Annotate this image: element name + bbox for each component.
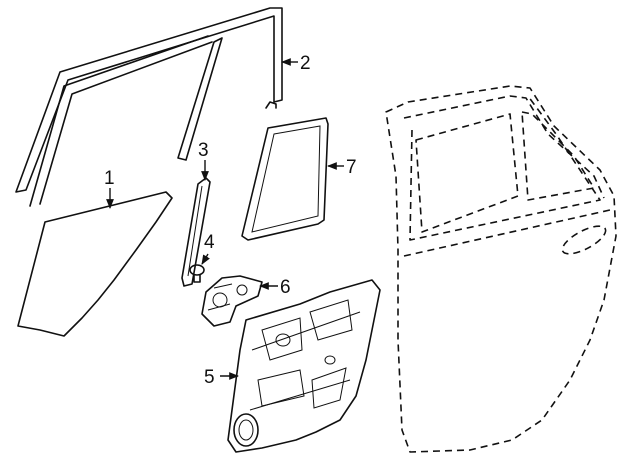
quarter-glass-part (241, 117, 329, 241)
callout-1: 1 (104, 168, 115, 189)
door-shell-outline (385, 85, 617, 453)
door-glass-part (17, 191, 173, 337)
regulator-panel-part (227, 279, 381, 453)
regulator-motor-part (201, 275, 263, 327)
callout-5: 5 (204, 367, 215, 388)
callout-7: 7 (346, 157, 357, 178)
clip-part (189, 264, 205, 283)
callout-4: 4 (204, 232, 215, 253)
leader-4 (201, 253, 210, 265)
window-run-channel-part (15, 7, 283, 207)
callout-6: 6 (280, 277, 291, 298)
callout-2: 2 (300, 53, 311, 74)
callout-3: 3 (198, 140, 209, 161)
